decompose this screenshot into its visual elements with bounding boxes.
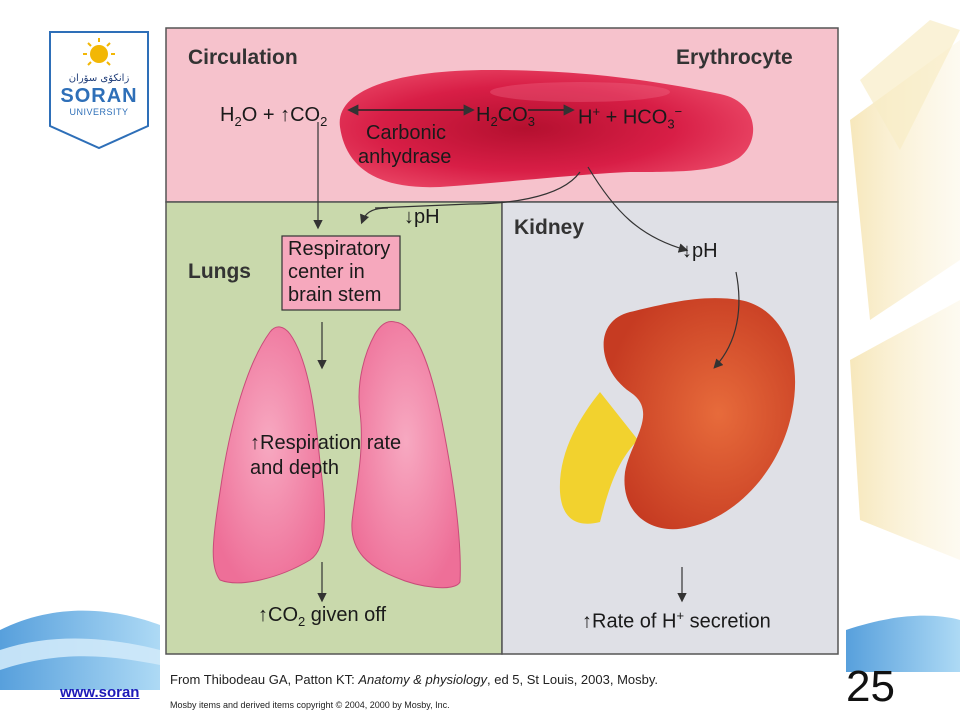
ph-decrease-kidney: ↓pH [682,240,718,262]
enzyme-line-2: anhydrase [358,146,452,168]
erythrocyte-label: Erythrocyte [676,46,793,69]
soran-university-logo: زانكۆی سۆران SORAN UNIVERSITY [48,30,150,150]
circulation-label: Circulation [188,46,298,69]
respiratory-center-line-1: Respiratory [288,238,391,260]
university-website-link[interactable]: www.soran [60,684,140,701]
respiratory-center-line-3: brain stem [288,284,382,306]
erythrocyte-cell [339,70,754,188]
ph-decrease-lungs: ↓pH [404,206,440,228]
equation-carbonic-acid: H2CO3 [476,104,535,129]
ray-shape [850,300,960,560]
right-lung [351,321,461,589]
respiration-rate-line-2: and depth [250,457,339,479]
wave-shape [0,638,160,670]
ureter [559,392,638,524]
kidney-organ [603,298,796,530]
acid-base-regulation-figure: Circulation Erythrocyte H2O + ↑CO2 H2CO3… [160,22,846,720]
logo-name: SORAN [60,85,138,107]
respiration-rate-line-1: ↑Respiration rate [250,432,402,454]
enzyme-line-1: Carbonic [366,122,447,144]
respiratory-center-line-2: center in [288,261,365,283]
co2-given-off: ↑CO2 given off [258,604,387,629]
logo-subtitle: UNIVERSITY [69,107,129,117]
equation-reactants: H2O + ↑CO2 [220,104,328,129]
lungs-label: Lungs [188,260,251,283]
sun-icon [83,38,115,66]
wave-shape [846,615,960,672]
diagram-artwork [165,27,839,655]
figure-caption: From Thibodeau GA, Patton KT: Anatomy & … [170,672,659,687]
kidney-label: Kidney [514,216,585,239]
left-lung [212,326,325,584]
equation-products: H+ + HCO3− [578,104,683,132]
h-secretion-rate: ↑Rate of H+ secretion [582,608,771,633]
slide-number: 25 [846,662,895,711]
respiratory-center-box [281,235,401,311]
copyright-notice: Mosby items and derived items copyright … [170,700,450,710]
logo-kurdish-text: زانكۆی سۆران [68,73,130,84]
erythrocyte-highlight [490,82,670,102]
ray-shape [860,20,960,150]
